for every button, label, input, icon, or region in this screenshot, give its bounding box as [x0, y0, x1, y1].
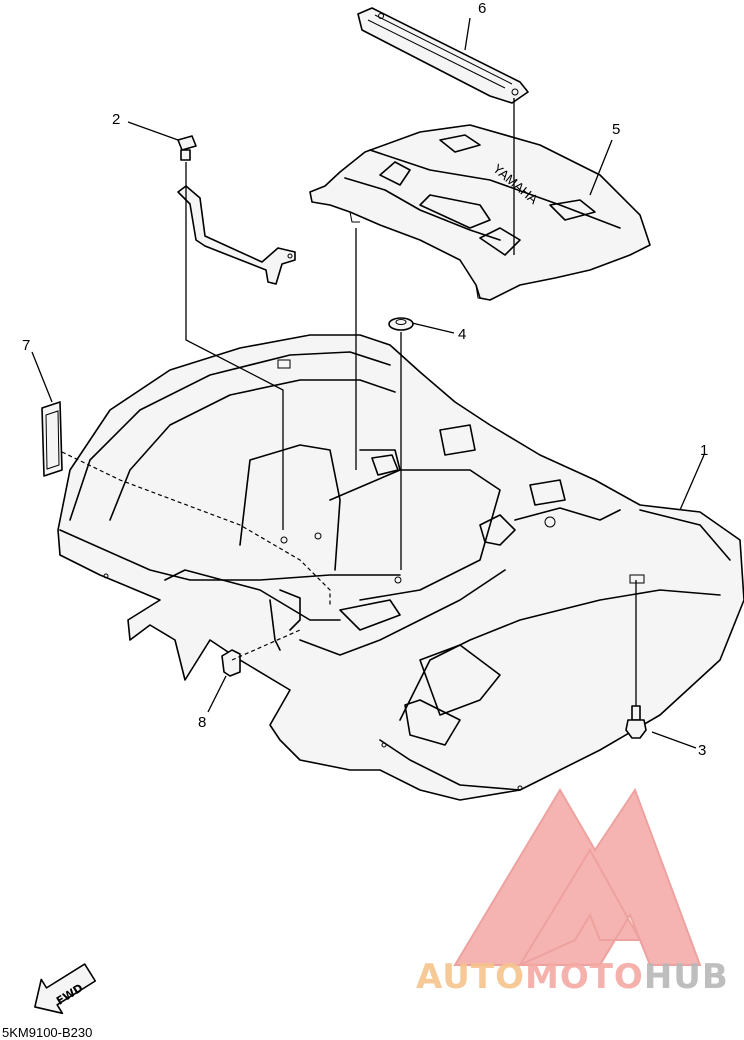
assembly-lines [61, 98, 637, 706]
watermark-word-auto: AUTO [416, 957, 525, 997]
callout-8: 8 [198, 714, 206, 731]
callout-7: 7 [22, 337, 30, 354]
part-6-rail [357, 7, 529, 104]
watermark-logo [453, 787, 702, 968]
callout-3: 3 [698, 742, 706, 759]
part-8-clip [221, 649, 241, 677]
callout-leaders [31, 17, 705, 749]
watermark-triangle-icon [453, 787, 702, 968]
callout-2: 2 [112, 111, 120, 128]
callout-4: 4 [458, 326, 466, 343]
part-7-reflector [41, 401, 63, 477]
bracket [177, 185, 296, 285]
watermark-word-moto: MOTO [525, 957, 644, 997]
part-code: 5KM9100-B230 [2, 1025, 92, 1040]
callout-1: 1 [700, 442, 708, 459]
watermark-text: AUTOMOTOHUB [416, 957, 729, 997]
part-4-grommet [388, 317, 414, 331]
callout-5: 5 [612, 121, 620, 138]
callout-6: 6 [478, 0, 486, 17]
watermark-word-hub: HUB [644, 957, 729, 997]
part-5-cover: YAMAHA [309, 124, 651, 301]
fwd-arrow-icon [34, 963, 97, 1015]
part-2-bolt [177, 135, 197, 161]
